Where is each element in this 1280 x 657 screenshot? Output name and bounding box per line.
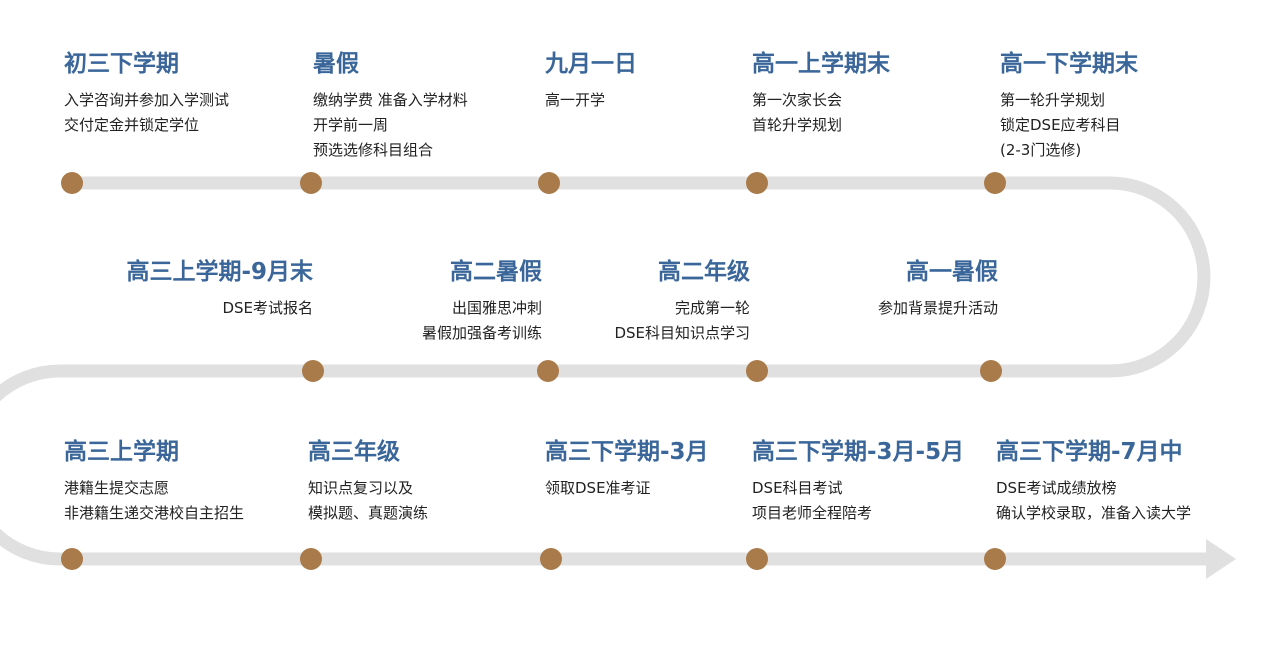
step-description-line: 入学咨询并参加入学测试: [64, 91, 230, 109]
timeline-node: [540, 548, 562, 570]
step-description-line: (2-3门选修): [1000, 141, 1082, 159]
timeline-step: 高一下学期末第一轮升学规划锁定DSE应考科目 (2-3门选修): [1000, 50, 1138, 163]
timeline-node: [61, 172, 83, 194]
step-description: 出国雅思冲刺暑假加强备考训练: [422, 296, 542, 346]
timeline-step: 高三上学期港籍生提交志愿非港籍生递交港校自主招生: [64, 438, 244, 526]
timeline-step: 初三下学期入学咨询并参加入学测试交付定金并锁定学位: [64, 50, 229, 138]
step-description-line: DSE考试报名: [222, 299, 313, 317]
timeline-step: 高三上学期-9月末 DSE考试报名: [126, 258, 313, 321]
timeline-node: [746, 548, 768, 570]
step-description-line: 第一轮升学规划: [1000, 91, 1106, 109]
step-title: 高二年级: [658, 259, 750, 285]
timeline-node: [980, 360, 1002, 382]
step-title: 高三上学期-9月末: [126, 259, 313, 285]
step-description-line: 首轮升学规划: [752, 116, 843, 134]
timeline-node: [300, 548, 322, 570]
step-description-line: 锁定DSE应考科目: [1000, 116, 1121, 134]
step-description-line: 领取DSE准考证: [545, 479, 651, 497]
step-title: 暑假: [313, 51, 359, 77]
timeline-step: 高三年级知识点复习以及模拟题、真题演练: [308, 438, 428, 526]
step-description: 高一开学: [545, 88, 637, 113]
step-description: DSE考试报名: [126, 296, 313, 321]
step-description: 完成第一轮 DSE科目知识点学习: [614, 296, 750, 346]
step-description-line: DSE科目知识点学习: [614, 324, 750, 342]
step-title: 高三上学期: [64, 439, 179, 465]
step-description: 领取DSE准考证: [545, 476, 709, 501]
timeline-node: [984, 172, 1006, 194]
timeline-path: [0, 176, 1211, 566]
step-description: 入学咨询并参加入学测试交付定金并锁定学位: [64, 88, 229, 138]
timeline-step: 高三下学期-3月领取DSE准考证: [545, 438, 709, 501]
step-description: DSE考试成绩放榜确认学校录取，准备入读大学: [996, 476, 1191, 526]
timeline-node: [746, 172, 768, 194]
step-description: 参加背景提升活动: [878, 296, 998, 321]
step-title: 高三下学期-7月中: [996, 439, 1183, 465]
step-description-line: 交付定金并锁定学位: [64, 116, 200, 134]
timeline-step: 暑假缴纳学费 准备入学材料开学前一周预选选修科目组合: [313, 50, 468, 163]
step-title: 高三年级: [308, 439, 400, 465]
step-description: 第一轮升学规划锁定DSE应考科目 (2-3门选修): [1000, 88, 1138, 163]
timeline-node: [61, 548, 83, 570]
timeline-step: 高二年级完成第一轮 DSE科目知识点学习: [614, 258, 750, 346]
step-title: 九月一日: [545, 51, 637, 77]
step-description-line: DSE科目考试: [752, 479, 843, 497]
step-title: 高三下学期-3月-5月: [752, 439, 965, 465]
timeline-node: [302, 360, 324, 382]
timeline-node: [746, 360, 768, 382]
step-description-line: 暑假加强备考训练: [421, 324, 542, 342]
timeline-node: [984, 548, 1006, 570]
step-description-line: 模拟题、真题演练: [308, 504, 429, 522]
step-description-line: 知识点复习以及: [308, 479, 414, 497]
step-description-line: 开学前一周: [313, 116, 389, 134]
step-title: 高一下学期末: [1000, 51, 1138, 77]
step-title: 高二暑假: [450, 259, 542, 285]
timeline-node: [300, 172, 322, 194]
timeline-step: 高三下学期-7月中 DSE考试成绩放榜确认学校录取，准备入读大学: [996, 438, 1191, 526]
timeline-step: 九月一日高一开学: [545, 50, 637, 113]
step-description-line: 港籍生提交志愿: [64, 479, 170, 497]
step-title: 高三下学期-3月: [545, 439, 709, 465]
timeline-node: [538, 172, 560, 194]
step-description-line: 非港籍生递交港校自主招生: [64, 504, 245, 522]
step-title: 高一暑假: [906, 259, 998, 285]
timeline-arrow-head: [1206, 539, 1236, 579]
step-description: 港籍生提交志愿非港籍生递交港校自主招生: [64, 476, 244, 526]
timeline-step: 高一上学期末第一次家长会首轮升学规划: [752, 50, 890, 138]
step-description-line: 预选选修科目组合: [313, 141, 434, 159]
timeline-node: [537, 360, 559, 382]
step-title: 初三下学期: [64, 51, 179, 77]
step-description-line: DSE考试成绩放榜: [996, 479, 1117, 497]
step-description-line: 高一开学: [545, 91, 606, 109]
step-description: DSE科目考试项目老师全程陪考: [752, 476, 964, 526]
timeline-step: 高三下学期-3月-5月 DSE科目考试项目老师全程陪考: [752, 438, 964, 526]
step-description-line: 缴纳学费 准备入学材料: [313, 91, 468, 109]
step-description-line: 项目老师全程陪考: [752, 504, 873, 522]
step-description-line: 确认学校录取，准备入读大学: [996, 504, 1192, 522]
timeline-step: 高一暑假参加背景提升活动: [878, 258, 998, 321]
step-description-line: 参加背景提升活动: [877, 299, 998, 317]
step-description-line: 第一次家长会: [752, 91, 843, 109]
timeline-step: 高二暑假出国雅思冲刺暑假加强备考训练: [422, 258, 542, 346]
step-description: 知识点复习以及模拟题、真题演练: [308, 476, 428, 526]
step-description: 缴纳学费 准备入学材料开学前一周预选选修科目组合: [313, 88, 468, 163]
step-description: 第一次家长会首轮升学规划: [752, 88, 890, 138]
step-description-line: 出国雅思冲刺: [451, 299, 542, 317]
step-description-line: 完成第一轮: [674, 299, 750, 317]
step-title: 高一上学期末: [752, 51, 890, 77]
